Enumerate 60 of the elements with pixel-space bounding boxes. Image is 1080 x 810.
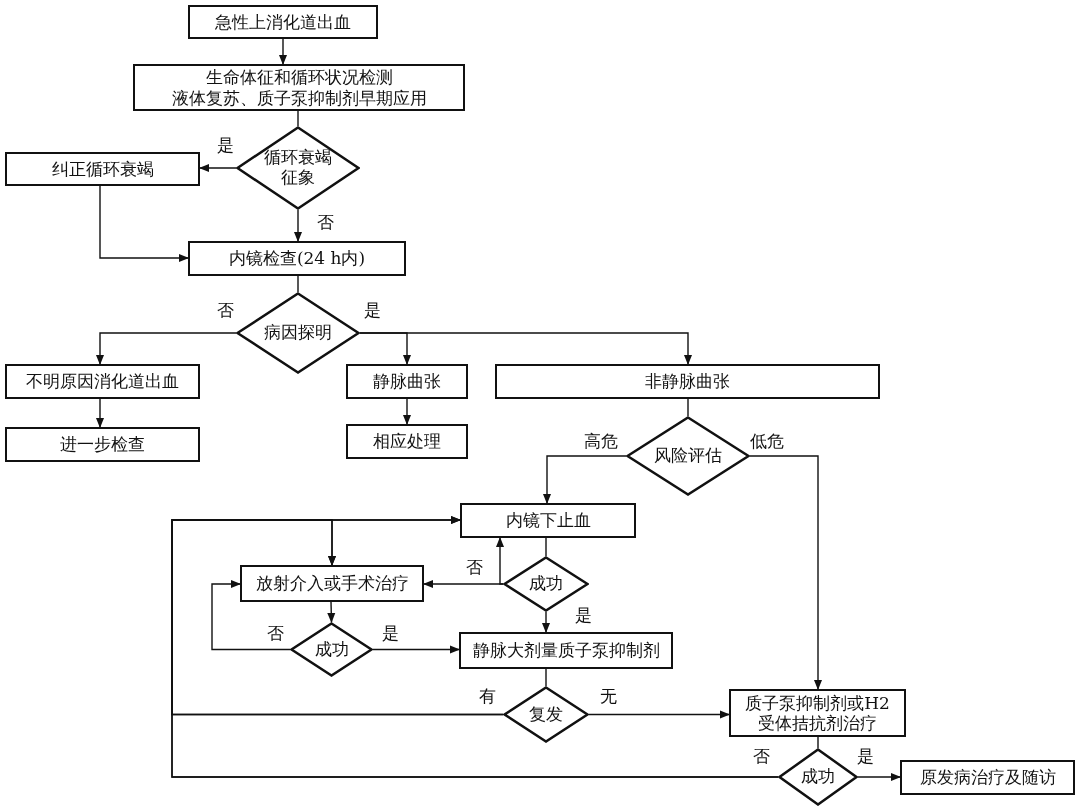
arrow (327, 601, 336, 623)
edge-label: 是 (363, 301, 382, 320)
connector-line (687, 398, 689, 417)
connector-line (297, 275, 299, 293)
arrow (279, 38, 287, 65)
process-box: 急性上消化道出血 (188, 5, 378, 39)
arrow (588, 710, 730, 719)
arrow (294, 209, 302, 242)
process-box: 纠正循环衰竭 (5, 152, 200, 186)
arrow (496, 537, 504, 585)
process-box: 放射介入或手术治疗 (240, 565, 424, 602)
decision-diamond: 病因探明 (236, 292, 360, 374)
edge-label: 否 (752, 747, 771, 766)
arrow (403, 398, 411, 425)
decision-diamond: 成功 (290, 622, 373, 677)
decision-diamond: 复发 (503, 686, 589, 743)
process-box: 不明原因消化道出血 (5, 364, 200, 399)
connector-line (817, 736, 819, 749)
arrow (199, 164, 237, 172)
process-box (133, 64, 465, 111)
edge-label: 无 (599, 687, 618, 706)
process-box: 原发病治疗及随访 (900, 760, 1075, 795)
decision-diamond: 成功 (778, 748, 858, 806)
process-box: 非静脉曲张 (495, 364, 880, 399)
arrow (857, 773, 901, 781)
process-box: 静脉曲张 (346, 364, 468, 399)
arrow (96, 332, 237, 365)
decision-diamond: 风险评估 (626, 416, 750, 496)
edge-label: 否 (216, 301, 235, 320)
edge-label: 否 (465, 558, 484, 577)
edge-label: 否 (316, 213, 335, 232)
box-text: 液体复苏、质子泵抑制剂早期应用 (171, 87, 427, 108)
arrow (96, 398, 104, 428)
process-box: 相应处理 (346, 424, 468, 459)
decision-diamond: 循环衰竭征象 (236, 126, 360, 210)
arrow (542, 611, 550, 633)
process-box: 内镜下止血 (460, 503, 636, 538)
connector-line (545, 668, 547, 687)
edge-label: 是 (574, 606, 593, 625)
arrow (423, 580, 504, 588)
connector-line (545, 537, 547, 557)
process-box: 质子泵抑制剂或H2受体拮抗剂治疗 (729, 689, 906, 737)
edge-label: 否 (266, 624, 285, 643)
box-text: 生命体征和循环状况检测 (205, 67, 393, 88)
connector-line (297, 110, 299, 127)
edge-label: 有 (478, 687, 497, 706)
arrow (99, 185, 189, 262)
edge-label: 是 (856, 747, 875, 766)
arrow (543, 455, 627, 504)
process-box: 进一步检查 (5, 427, 200, 462)
arrow (211, 580, 291, 651)
arrow (372, 645, 460, 654)
edge-label: 低危 (749, 432, 785, 451)
edge-label: 是 (381, 624, 400, 643)
arrow (749, 455, 822, 690)
edge-label: 是 (216, 136, 235, 155)
arrow (359, 332, 692, 365)
process-box: 内镜检查(24 h内) (188, 241, 406, 276)
process-box: 静脉大剂量质子泵抑制剂 (459, 632, 673, 669)
edge-label: 高危 (583, 432, 619, 451)
